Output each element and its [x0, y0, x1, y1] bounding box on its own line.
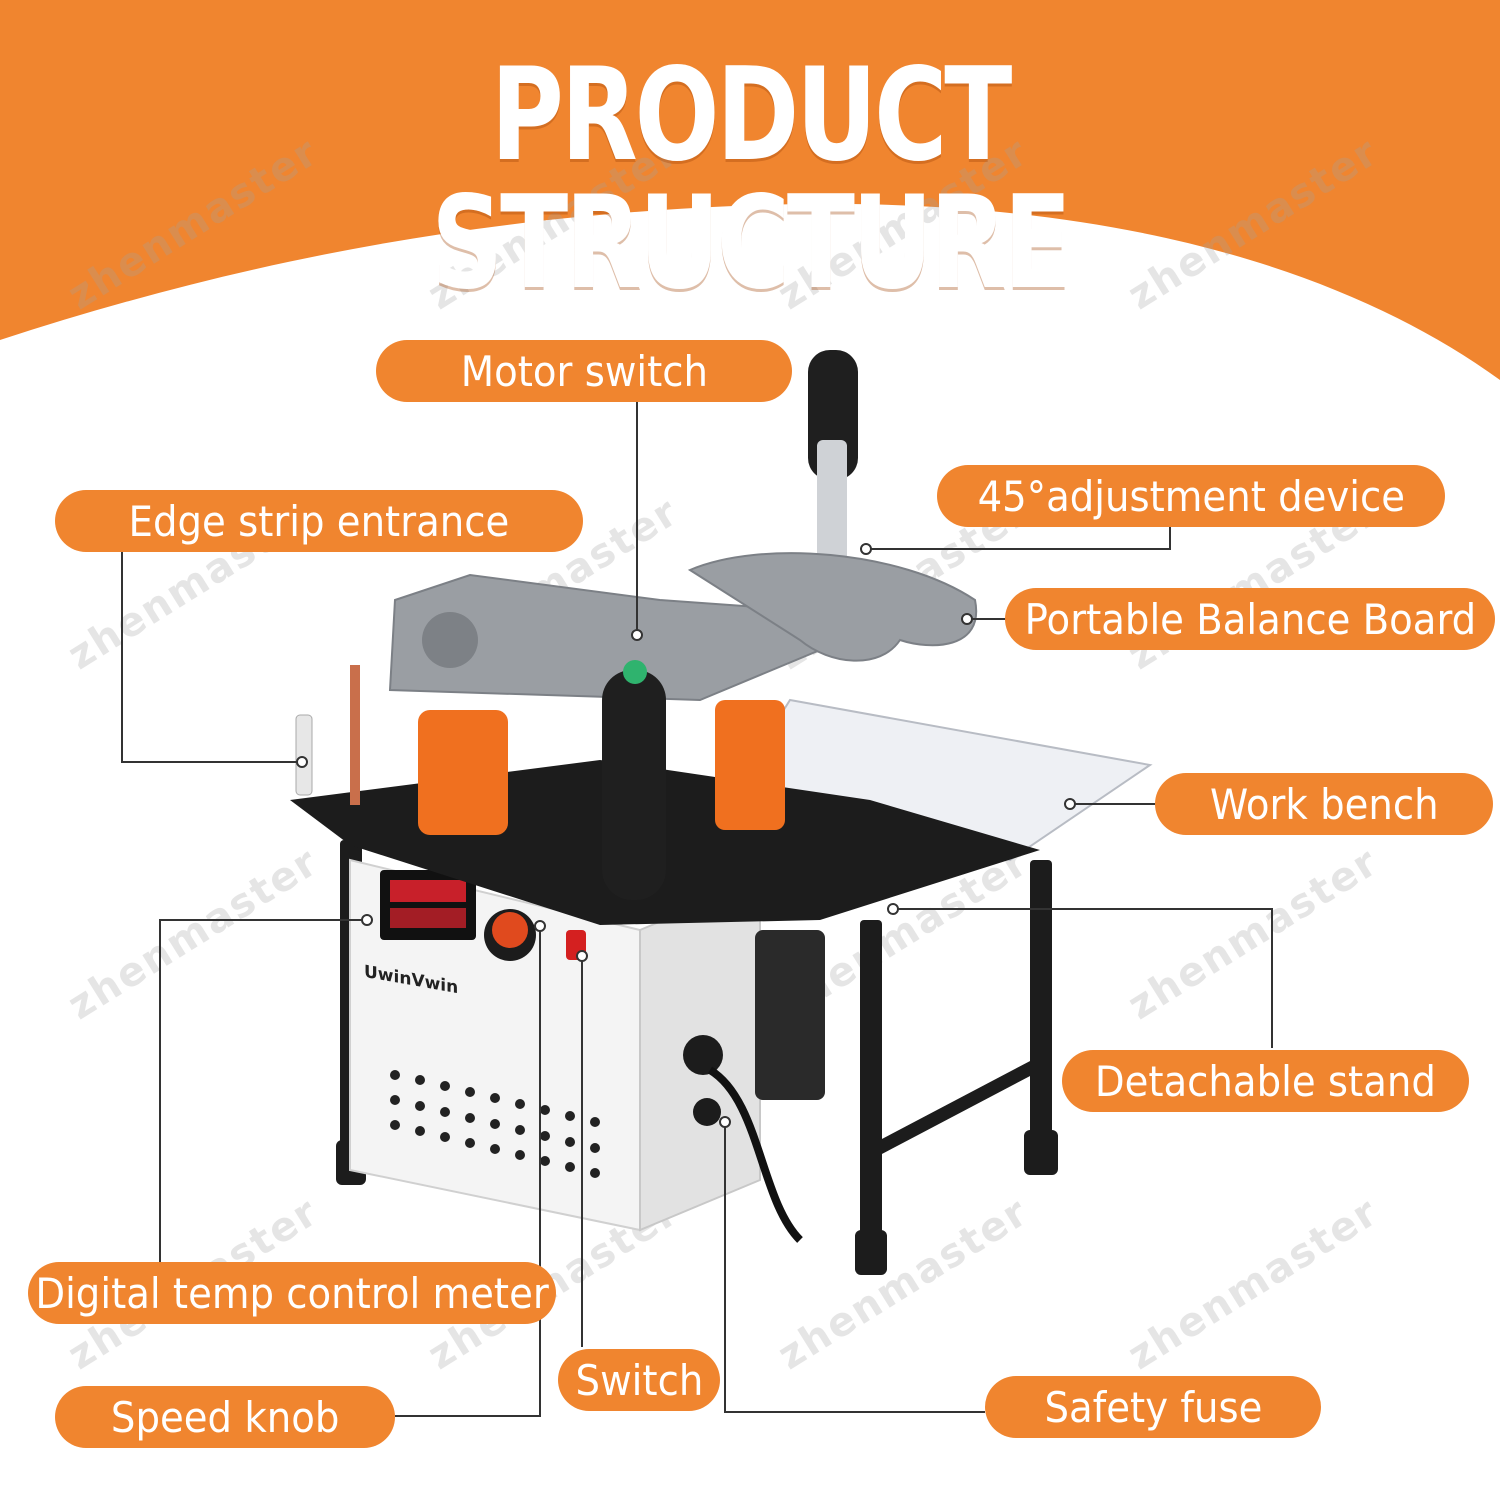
callout-label: Portable Balance Board	[1024, 594, 1476, 644]
machine-body	[349, 858, 803, 1243]
callout-speed-knob: Speed knob	[55, 1386, 395, 1448]
strip-guide-post	[295, 714, 313, 796]
power-connector	[683, 1035, 723, 1075]
glue-roller	[418, 710, 508, 835]
callout-label: Digital temp control meter	[35, 1268, 549, 1318]
callout-label: Motor switch	[460, 346, 708, 396]
balance-board	[687, 552, 978, 662]
leader-detachable-stand	[893, 908, 1273, 1048]
callout-label: Edge strip entrance	[128, 496, 510, 546]
callout-label: Switch	[575, 1355, 703, 1405]
callout-work-bench: Work bench	[1155, 773, 1493, 835]
callout-portable-balance-board: Portable Balance Board	[1005, 588, 1495, 650]
callout-motor-switch: Motor switch	[376, 340, 792, 402]
leader-safety-fuse	[724, 1122, 985, 1413]
safety-fuse	[693, 1098, 721, 1126]
motor-switch-button	[623, 660, 647, 684]
leader-digital-temp	[159, 919, 367, 1262]
page-title: PRODUCT STRUCTURE	[431, 41, 1072, 318]
callout-label: Safety fuse	[1044, 1382, 1262, 1432]
callout-safety-fuse: Safety fuse	[985, 1376, 1321, 1438]
leader-edge-strip-entrance	[121, 552, 302, 763]
callout-label: Speed knob	[110, 1392, 340, 1442]
callout-label: Detachable stand	[1094, 1056, 1437, 1106]
callout-switch: Switch	[558, 1349, 720, 1411]
callout-label: Work bench	[1209, 779, 1439, 829]
callout-label: 45°adjustment device	[977, 471, 1405, 521]
callout-digital-temp-control-meter: Digital temp control meter	[28, 1262, 556, 1324]
callout-45-adjustment-device: 45°adjustment device	[937, 465, 1445, 527]
callout-detachable-stand: Detachable stand	[1062, 1050, 1469, 1112]
leader-speed-knob	[395, 926, 541, 1417]
leader-45-adjustment	[866, 522, 1171, 550]
motor	[755, 930, 825, 1100]
pressure-roller	[715, 700, 785, 830]
vent-holes	[390, 1070, 600, 1178]
banner-shape	[0, 0, 1500, 380]
front-handle	[602, 670, 666, 900]
callout-edge-strip-entrance: Edge strip entrance	[55, 490, 583, 552]
